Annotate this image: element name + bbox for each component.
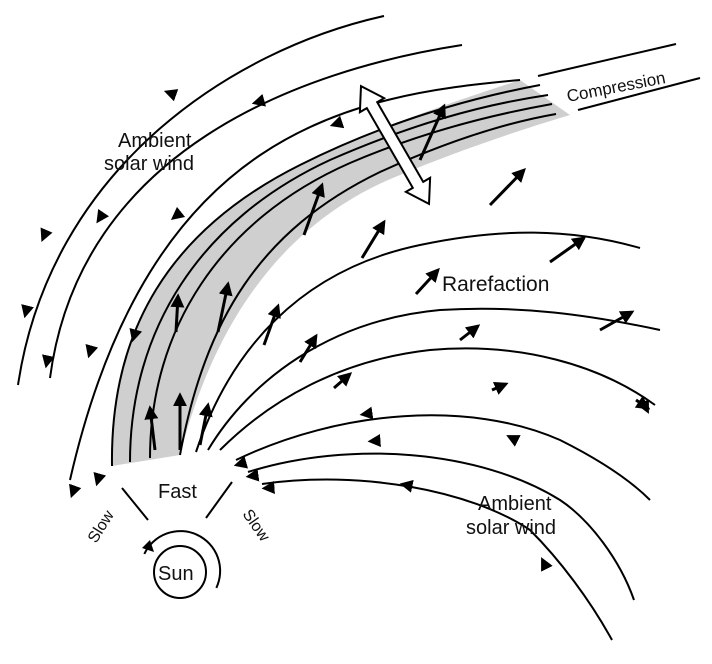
slow-fast-boundary-right: [205, 481, 233, 519]
compressed-field-lines: [110, 84, 557, 467]
ambient-bottom-label-line2: solar wind: [466, 517, 556, 539]
ambient-field-lines-bottom: [235, 414, 651, 641]
rarefaction-field-lines: [195, 231, 661, 453]
sun-symbol: [142, 530, 222, 599]
sun-label: Sun: [158, 563, 194, 585]
compression-edge-lower: [577, 77, 701, 111]
slow-fast-boundary-left: [121, 487, 149, 521]
rarefaction-label: Rarefaction: [442, 273, 549, 296]
fast-stream-label: Fast: [158, 481, 197, 503]
compression-expansion-arrow: [358, 84, 432, 206]
ambient-flow-arrows-bottom: [233, 399, 649, 572]
slow-stream-label-right: Slow: [239, 507, 273, 546]
compression-region: [111, 80, 570, 466]
ambient-bottom-label-line1: Ambient: [478, 493, 552, 515]
ambient-top-label-line2: solar wind: [104, 153, 194, 175]
slow-stream-label-left: Slow: [85, 507, 118, 546]
ambient-field-lines-top: [17, 15, 521, 481]
compression-edge-upper: [537, 43, 677, 77]
velocity-vectors: [144, 103, 651, 451]
ambient-top-label-line1: Ambient: [118, 130, 192, 152]
